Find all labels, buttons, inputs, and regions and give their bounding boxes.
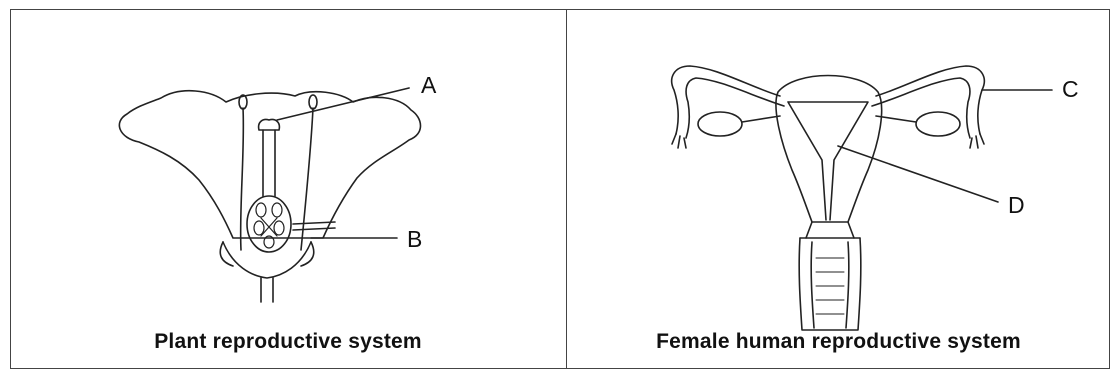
ovules (254, 203, 284, 248)
uterus-diagram (568, 10, 1109, 368)
sepal-left (220, 242, 233, 266)
uterus-body (776, 76, 882, 223)
filament-left (241, 108, 244, 250)
vaginal-rugae (816, 258, 844, 314)
label-b: B (407, 226, 422, 253)
pointer-a (277, 88, 409, 120)
flower-diagram (11, 10, 565, 368)
fallopian-tube-right (872, 78, 970, 138)
human-panel: C D Female human reproductive system (568, 10, 1109, 368)
sepal-right (301, 242, 314, 266)
stigma (259, 119, 280, 130)
ovary (247, 196, 291, 252)
anther-left (239, 95, 247, 109)
panel-divider (566, 9, 567, 369)
label-c: C (1062, 76, 1079, 103)
anther-right (309, 95, 317, 109)
label-a: A (421, 72, 436, 99)
plant-caption: Plant reproductive system (11, 330, 565, 354)
cervix (806, 222, 854, 238)
plant-panel: A B Plant reproductive system (11, 10, 565, 368)
pointer-b (293, 222, 335, 224)
fimbriae-left (672, 134, 686, 148)
fimbriae-right (970, 134, 984, 148)
vagina (799, 238, 861, 330)
pointer-b (293, 228, 335, 230)
petal-outline (119, 91, 420, 238)
ovary-left (698, 112, 742, 136)
ovary-right (916, 112, 960, 136)
label-d: D (1008, 192, 1025, 219)
pointer-d (838, 146, 998, 202)
human-caption: Female human reproductive system (568, 330, 1109, 354)
